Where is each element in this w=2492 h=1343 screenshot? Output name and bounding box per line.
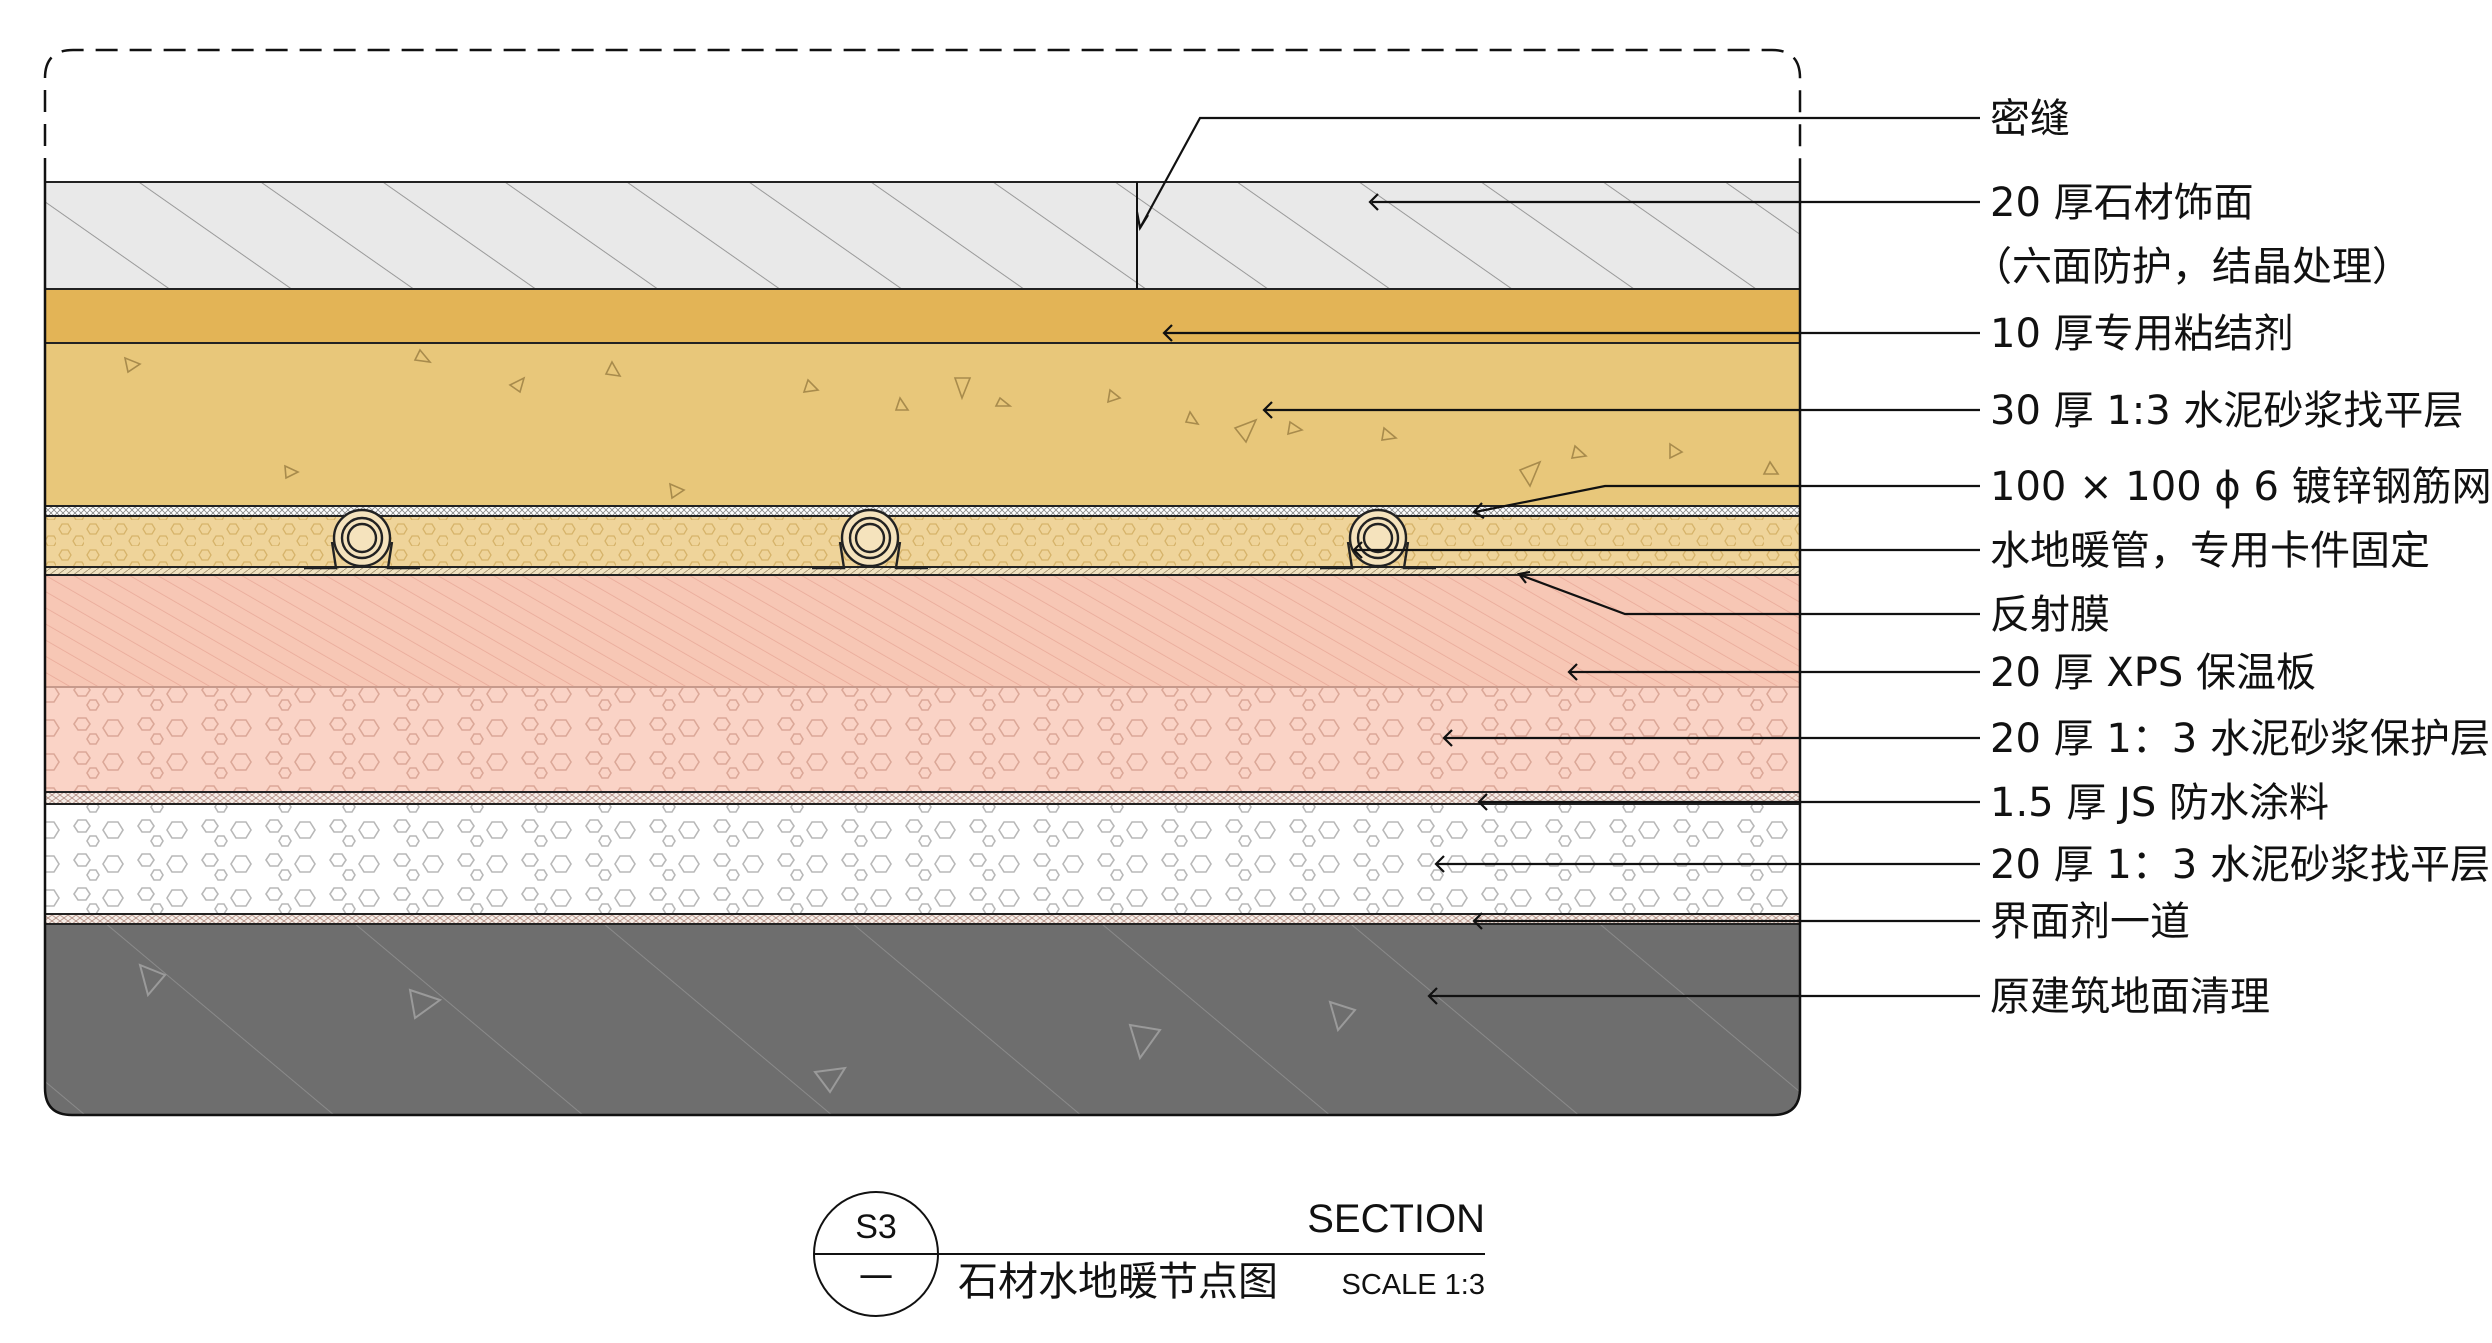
heating-pipes [304,508,1436,570]
layer-interface-agent [45,914,1800,924]
title-block: S3 一 石材水地暖节点图 SECTION SCALE 1:3 [813,1191,1485,1317]
layer-labels: 密缝 20 厚石材饰面 （六面防护，结晶处理） 10 厚专用粘结剂 30 厚 1… [1972,96,2492,1020]
label-stone: 20 厚石材饰面 [1990,180,2254,226]
scale-text: SCALE 1:3 [1342,1269,1485,1301]
layer-adhesive [45,289,1800,343]
pipe-2 [812,508,928,570]
section-outline [43,180,1802,1117]
leader-joint [1139,116,1980,229]
leader-mesh [1474,484,1980,514]
leader-film [1519,573,1980,616]
detail-id: S3 [855,1208,897,1246]
detail-title: 石材水地暖节点图 [958,1259,1278,1305]
pipe-1 [304,508,420,570]
concrete-aggregate [138,963,1357,1094]
label-interface: 界面剂一道 [1990,899,2190,945]
aggregate-marks [123,348,1780,500]
label-mesh: 100 × 100 ϕ 6 镀锌钢筋网片 [1990,464,2492,510]
label-protect: 20 厚 1：3 水泥砂浆保护层 [1990,716,2490,762]
label-stone-note: （六面防护，结晶处理） [1972,244,2412,290]
sheet-number: 一 [859,1260,893,1298]
label-adhesive: 10 厚专用粘结剂 [1990,311,2294,357]
layer-waterproof [45,792,1800,804]
label-film: 反射膜 [1990,592,2110,638]
layer-stack [45,181,1800,1115]
label-xps: 20 厚 XPS 保温板 [1990,650,2316,696]
pipe-3 [1320,508,1436,570]
view-name: SECTION [1307,1197,1485,1241]
leader-lines [1135,116,1980,1005]
layer-steel-mesh [45,506,1800,516]
layer-mortar-leveling [45,343,1800,508]
label-joint: 密缝 [1990,96,2070,142]
label-concrete: 原建筑地面清理 [1990,974,2270,1020]
label-waterproof: 1.5 厚 JS 防水涂料 [1990,780,2329,826]
label-base: 20 厚 1：3 水泥砂浆找平层 [1990,842,2490,888]
label-leveling: 30 厚 1:3 水泥砂浆找平层 [1990,388,2463,434]
label-pipe: 水地暖管，专用卡件固定 [1990,528,2430,574]
break-outline [43,48,1802,180]
layer-reflective-film [45,567,1800,575]
